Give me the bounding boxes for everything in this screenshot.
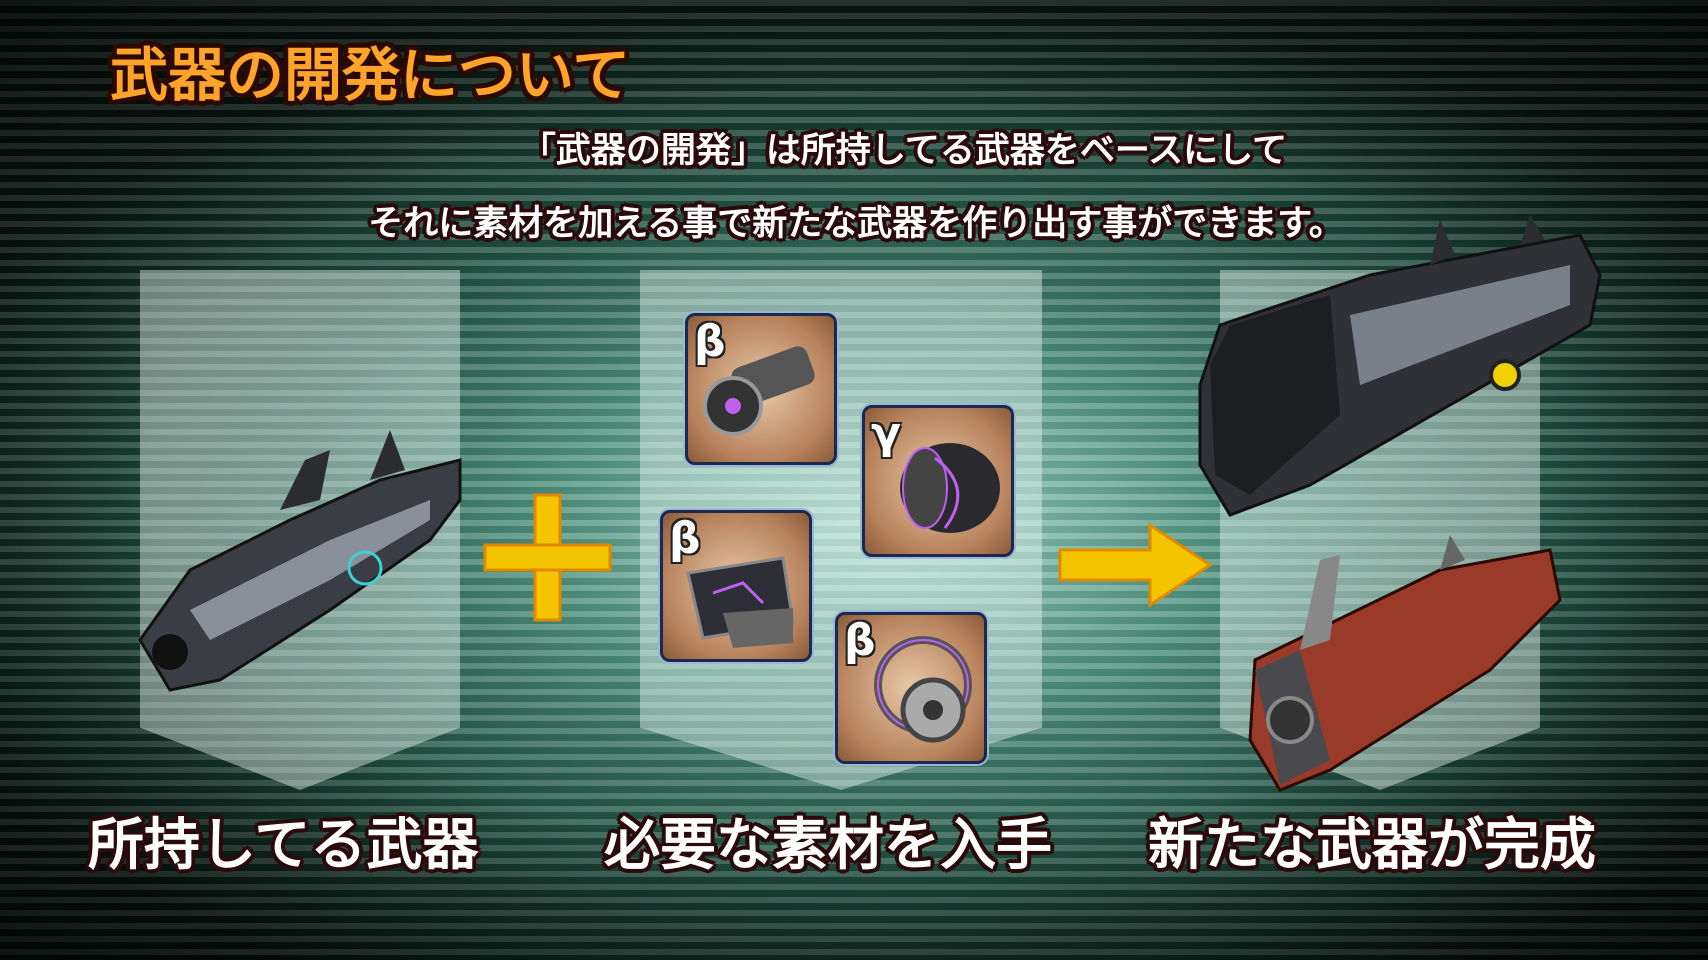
- step-label-owned-weapon: 所持してる武器: [88, 813, 479, 878]
- bearing-part-icon: [874, 636, 972, 743]
- arrow-right-icon: [1058, 522, 1213, 608]
- description-line-1: 「武器の開発」は所持してる武器をベースにして: [520, 131, 1288, 171]
- material-item: β: [835, 612, 987, 764]
- material-item: β: [660, 510, 812, 662]
- step-label-get-materials: 必要な素材を入手: [604, 813, 1052, 878]
- page-title: 武器の開発について: [110, 41, 631, 109]
- owned-weapon-icon: [138, 430, 462, 692]
- step-label-new-weapon: 新たな武器が完成: [1148, 813, 1596, 878]
- plus-icon: [483, 493, 612, 622]
- new-weapon-red-icon: [1248, 535, 1562, 792]
- material-item: γ: [862, 405, 1014, 557]
- material-item: β: [685, 313, 837, 465]
- description-line-2: それに素材を加える事で新たな武器を作り出す事ができます。: [368, 204, 1344, 244]
- new-weapon-dark-icon: [1198, 215, 1602, 517]
- plate-part-icon: [686, 556, 795, 648]
- coil-part-icon: [900, 443, 1000, 533]
- barrel-part-icon: [703, 346, 815, 436]
